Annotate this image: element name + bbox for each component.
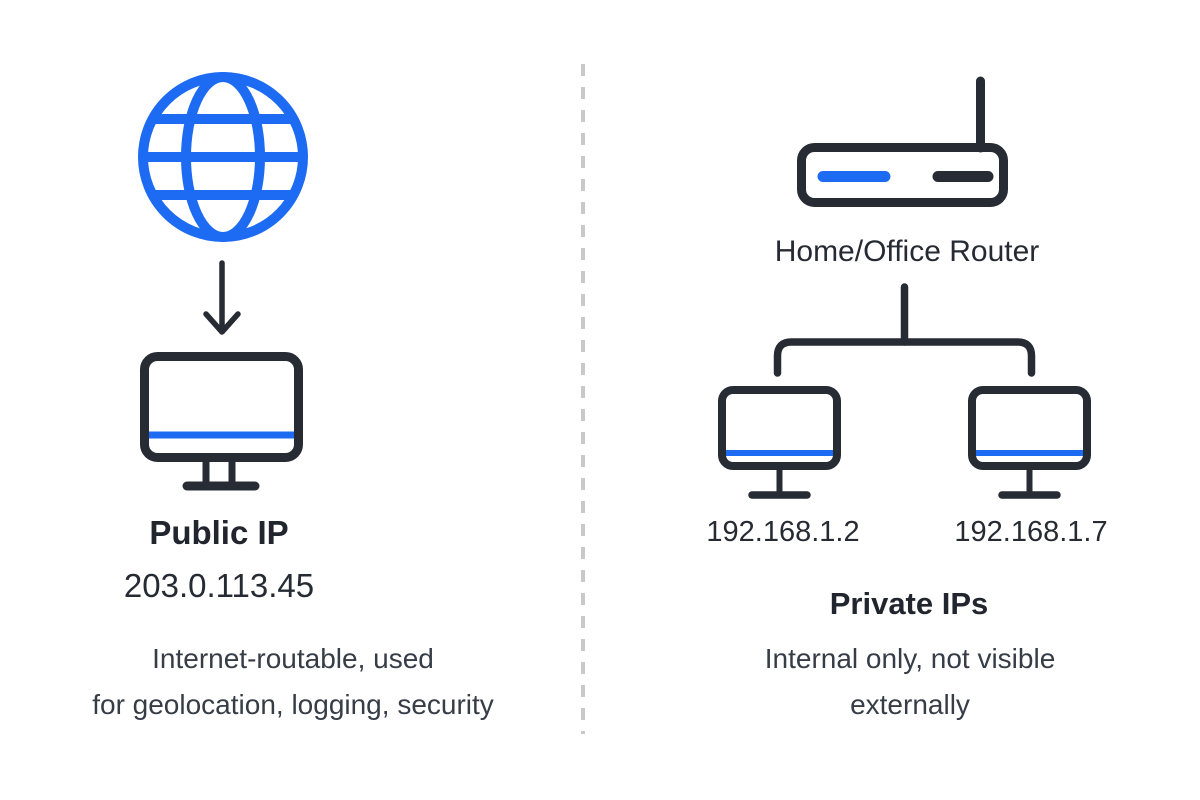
public-ip-address: 203.0.113.45: [123, 567, 315, 604]
public-ip-description-line1: Internet-routable, used: [152, 643, 434, 674]
public-ip-title: Public IP: [149, 514, 289, 551]
public-ip-description: Internet-routable, used for geolocation,…: [92, 636, 494, 728]
desktop-monitor-icon: [718, 386, 841, 499]
device-ip-2: 192.168.1.7: [954, 516, 1108, 548]
desktop-monitor-icon: [968, 386, 1091, 499]
globe-icon: [138, 72, 308, 242]
public-ip-description-line2: for geolocation, logging, security: [92, 689, 494, 720]
private-ips-description-line1: Internal only, not visible: [764, 643, 1056, 674]
device-ip-1: 192.168.1.2: [706, 516, 860, 548]
dashed-divider: [581, 64, 585, 734]
desktop-monitor-icon: [140, 352, 303, 491]
wifi-router-icon: [797, 76, 1008, 207]
branch-connector: [773, 283, 1036, 377]
private-ips-title: Private IPs: [829, 586, 989, 621]
private-ips-description-line2: externally: [850, 689, 970, 720]
private-ips-description: Internal only, not visible externally: [765, 636, 1056, 728]
router-label: Home/Office Router: [774, 235, 1040, 268]
down-arrow-icon: [203, 260, 241, 335]
